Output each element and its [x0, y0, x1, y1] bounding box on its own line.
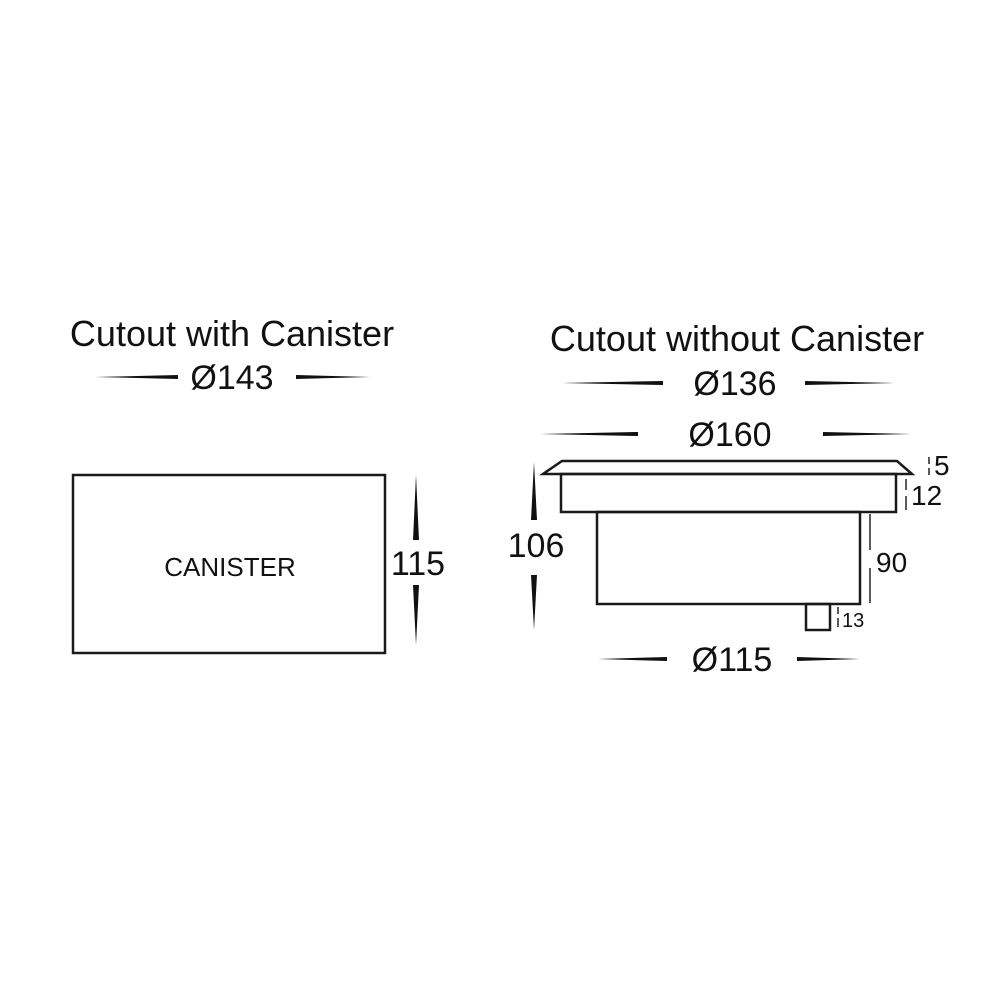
body-outline [595, 510, 862, 606]
dimension-line-right [805, 381, 895, 385]
left-view-title: Cutout with Canister [70, 313, 394, 354]
cutout-diameter-label: Ø136 [693, 365, 776, 403]
height-arrow-bottom [413, 585, 419, 645]
dimension-line-left [95, 375, 178, 379]
body-height-label: 90 [876, 547, 907, 578]
gland-height-label: 13 [842, 610, 864, 632]
left-view: Cutout with Canister Ø143 CANISTER 115 [70, 313, 445, 655]
right-view: Cutout without Canister Ø136 Ø160 106 5 … [508, 318, 950, 679]
rim-height-label: 12 [911, 480, 942, 511]
overall-height-arrow-top [531, 462, 537, 520]
cable-gland-outline [804, 602, 832, 632]
flange-dim-line-left [540, 432, 638, 436]
overall-height-label: 106 [508, 527, 565, 565]
rim-outline [559, 472, 898, 514]
dimension-line-left [562, 381, 663, 385]
height-label: 115 [391, 545, 445, 583]
body-dim-line-right [797, 657, 860, 661]
height-arrow-top [413, 475, 419, 540]
dimension-line-right [296, 375, 370, 379]
flange-diameter-label: Ø160 [688, 416, 771, 454]
body-diameter-label: Ø115 [692, 641, 773, 679]
flange-dim-line-right [823, 432, 912, 436]
canister-outline [71, 473, 387, 655]
cutout-diameter-label: Ø143 [190, 359, 273, 397]
canister-label: CANISTER [164, 552, 295, 582]
flange-outline [538, 459, 916, 476]
overall-height-arrow-bottom [531, 575, 537, 630]
right-view-title: Cutout without Canister [550, 318, 924, 359]
flange-height-label: 5 [934, 450, 950, 481]
body-dim-line-left [598, 657, 667, 661]
